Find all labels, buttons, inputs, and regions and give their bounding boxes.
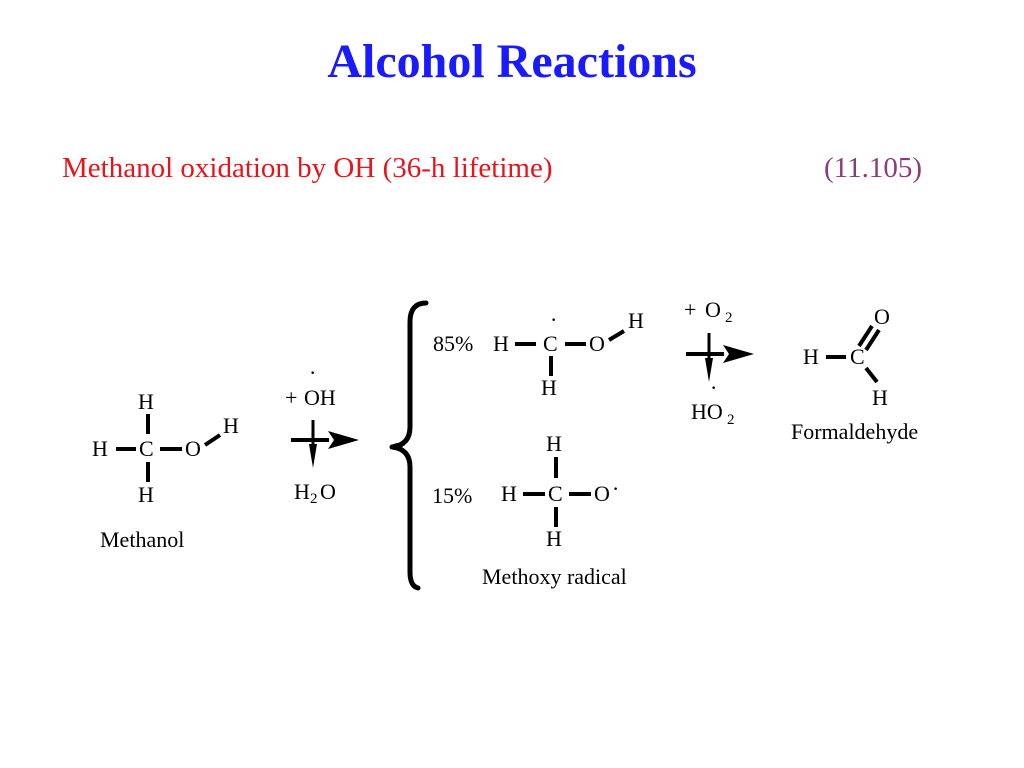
- ho2-subscript: 2: [727, 412, 735, 428]
- formaldehyde-label: Formaldehyde: [791, 419, 918, 444]
- step1-arrow-down-tip: [309, 444, 317, 468]
- equation-number: (11.105): [824, 152, 922, 184]
- o2-subscript: 2: [725, 310, 733, 326]
- hm-o: O: [589, 331, 605, 356]
- reaction-subtitle: Methanol oxidation by OH (36-h lifetime): [62, 152, 553, 184]
- fa-bond-ch-right: [864, 366, 879, 384]
- hm-carbon-radical-dot: ·: [550, 307, 557, 332]
- water-subscript: 2: [310, 491, 318, 507]
- methoxy-radical-structure: H 15% H C O · H Methoxy radical: [432, 431, 627, 589]
- ho2-ho: HO: [691, 399, 723, 424]
- mx-h-top: H: [546, 431, 562, 456]
- hm-h-right: H: [628, 308, 644, 333]
- methanol-label: Methanol: [100, 527, 184, 552]
- methanol-h-bottom: H: [138, 482, 154, 507]
- fa-h-left: H: [803, 344, 819, 369]
- hm-c: C: [543, 331, 558, 356]
- methanol-structure: H H C O H H Methanol: [92, 389, 239, 552]
- hydroxymethyl-radical-structure: 85% H · C O H H: [433, 307, 644, 400]
- branch-lower-percent: 15%: [432, 483, 472, 508]
- oh-radical-dot: ·: [309, 360, 316, 385]
- mx-h-left: H: [501, 481, 517, 506]
- ho2-radical-dot: ·: [710, 375, 717, 400]
- o2-o: O: [705, 297, 721, 322]
- water-o: O: [320, 479, 336, 504]
- fa-bond-co-2: [864, 328, 881, 352]
- fa-c: C: [850, 344, 865, 369]
- branch-brace-tip: [390, 443, 403, 450]
- mx-h-bottom: H: [546, 526, 562, 551]
- fa-o: O: [874, 304, 890, 329]
- methanol-h-right: H: [223, 413, 239, 438]
- fa-h-bottom: H: [872, 385, 888, 410]
- hm-h-bottom: H: [541, 375, 557, 400]
- mx-c: C: [548, 481, 563, 506]
- formaldehyde-structure: O H C H Formaldehyde: [791, 304, 918, 444]
- step2-reagents: + O 2 · HO 2: [684, 297, 754, 428]
- methanol-h-left: H: [92, 436, 108, 461]
- methanol-bond-oh: [203, 433, 222, 447]
- mx-o: O: [594, 481, 610, 506]
- step2-plus: +: [684, 297, 696, 322]
- methoxy-label: Methoxy radical: [482, 564, 627, 589]
- hm-bond-oh: [607, 329, 626, 342]
- step1-plus: +: [285, 385, 297, 410]
- fa-bond-co-1: [857, 324, 874, 348]
- step1-arrow-head: [328, 431, 359, 449]
- step1-reagents: · + OH H 2 O: [285, 360, 359, 507]
- methanol-c: C: [139, 436, 154, 461]
- water-h: H: [294, 479, 310, 504]
- step2-arrow-head: [723, 345, 754, 363]
- slide-title: Alcohol Reactions: [327, 35, 697, 88]
- methanol-h-top: H: [138, 389, 154, 414]
- branch-upper-percent: 85%: [433, 331, 473, 356]
- methanol-o: O: [185, 436, 201, 461]
- mx-oxygen-radical-dot: ·: [612, 476, 619, 501]
- step2-arrow-down-tip: [705, 358, 713, 382]
- hm-h-left: H: [493, 331, 509, 356]
- oh-reactant: OH: [304, 385, 336, 410]
